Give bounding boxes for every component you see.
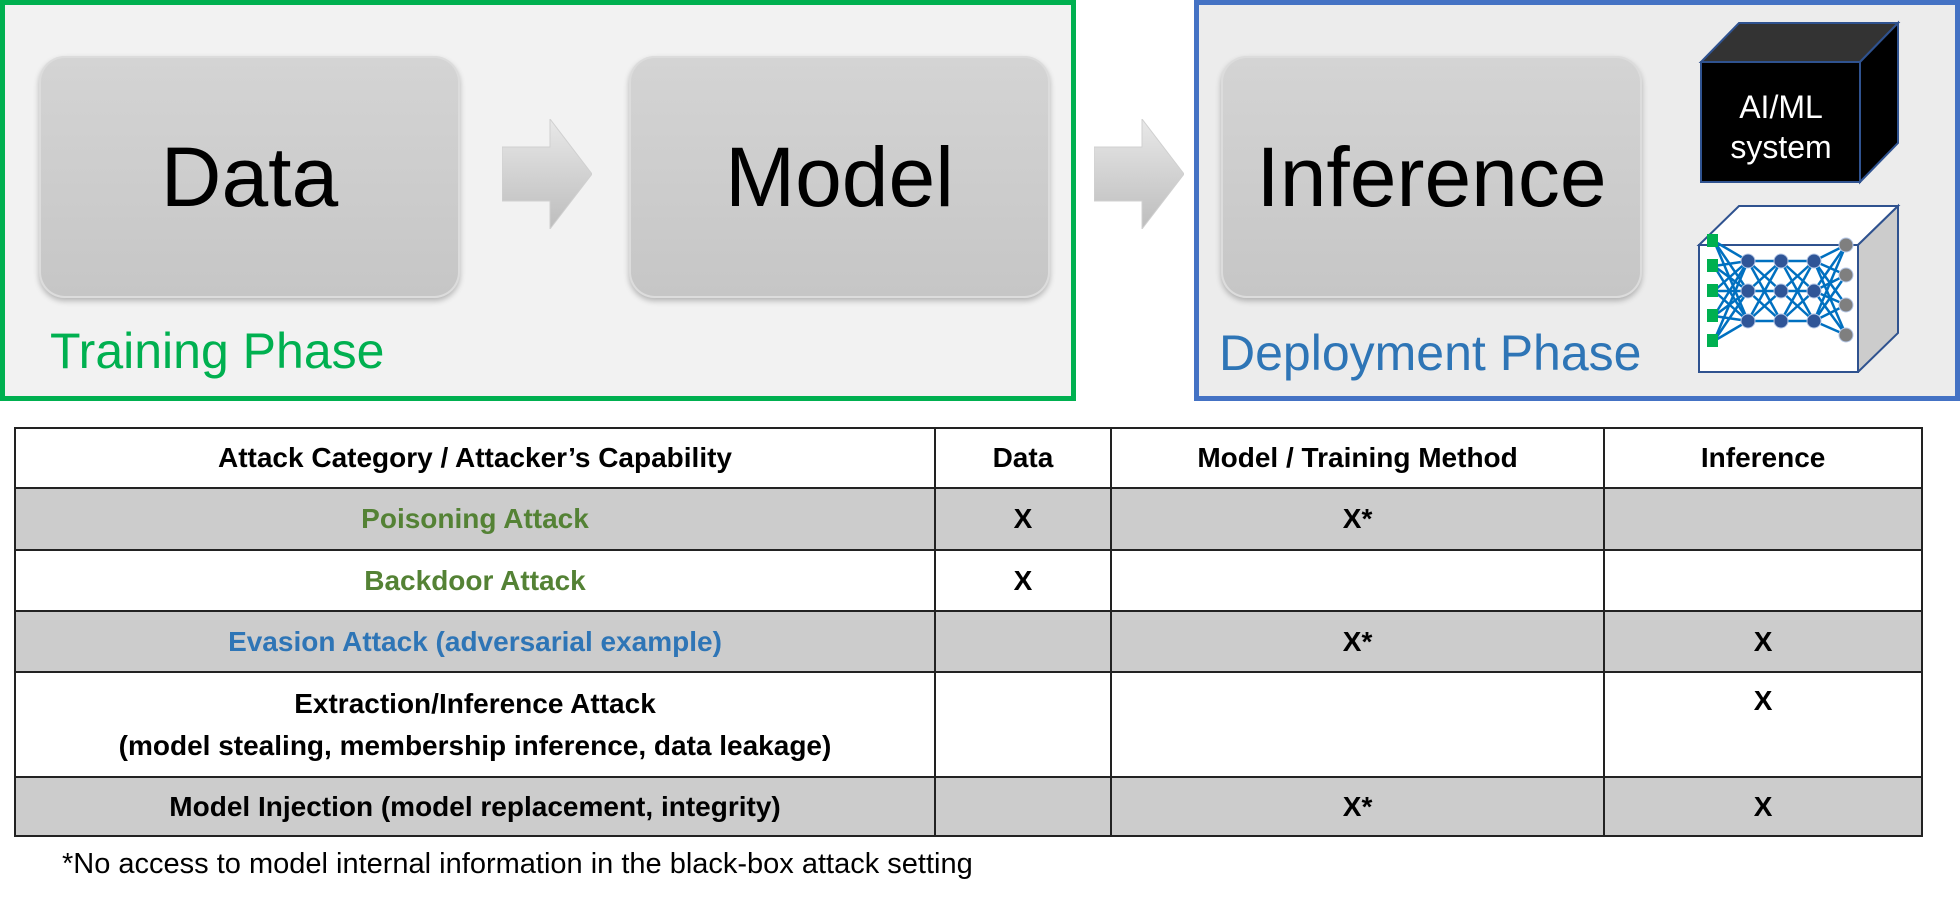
data-cell — [934, 610, 1112, 673]
data-stage: Data — [39, 56, 460, 298]
nn-hidden-node — [1806, 253, 1822, 269]
nn-edge — [1712, 260, 1750, 342]
footnote: *No access to model internal information… — [62, 848, 973, 880]
nn-hidden-node — [1773, 253, 1789, 269]
category-line1: Extraction/Inference Attack — [294, 687, 656, 719]
inference-cell: X — [1603, 776, 1923, 837]
nn-output-node — [1838, 297, 1854, 313]
nn-hidden-node — [1740, 253, 1756, 269]
nn-hidden-node — [1740, 283, 1756, 299]
inference-cell: X — [1603, 610, 1923, 673]
neural-network-cube-icon — [1696, 203, 1901, 373]
deployment-phase-label: Deployment Phase — [1219, 325, 1642, 381]
model-stage: Model — [629, 56, 1050, 298]
header-model: Model / Training Method — [1109, 427, 1606, 489]
black-box-label-line1: AI/ML — [1739, 89, 1823, 125]
arrow-right-icon — [502, 119, 592, 229]
attack-capability-table: Attack Category / Attacker’s Capability … — [13, 427, 1923, 837]
nn-input-node — [1707, 259, 1718, 272]
table-row: Extraction/Inference Attack (model steal… — [13, 671, 1923, 778]
category-cell: Extraction/Inference Attack (model steal… — [13, 671, 937, 778]
category-cell: Backdoor Attack — [13, 549, 937, 612]
category-cell: Evasion Attack (adversarial example) — [13, 610, 937, 673]
nn-input-node — [1707, 284, 1718, 297]
table-row: Backdoor Attack X — [13, 549, 1923, 612]
nn-edge — [1812, 274, 1848, 322]
nn-edge — [1712, 240, 1750, 322]
table-row: Poisoning Attack X X* — [13, 487, 1923, 551]
table-header-row: Attack Category / Attacker’s Capability … — [13, 427, 1923, 489]
training-phase-label: Training Phase — [50, 323, 385, 379]
arrow-right-icon — [1094, 119, 1184, 229]
data-cell — [934, 776, 1112, 837]
model-cell — [1109, 549, 1606, 612]
inference-cell — [1603, 549, 1923, 612]
nn-input-node — [1707, 234, 1718, 247]
nn-hidden-node — [1806, 313, 1822, 329]
category-cell: Poisoning Attack — [13, 487, 937, 551]
nn-output-node — [1838, 237, 1854, 253]
model-cell: X* — [1109, 776, 1606, 837]
inference-cell — [1603, 487, 1923, 551]
nn-edge — [1712, 260, 1750, 317]
nn-edge — [1812, 244, 1848, 292]
black-box-cube-icon: AI/ML system — [1698, 20, 1901, 185]
header-inference: Inference — [1603, 427, 1923, 489]
model-cell: X* — [1109, 610, 1606, 673]
category-line2: (model stealing, membership inference, d… — [118, 729, 832, 761]
nn-edge — [1746, 260, 1783, 322]
category-cell: Model Injection (model replacement, inte… — [13, 776, 937, 837]
nn-output-node — [1838, 327, 1854, 343]
nn-hidden-node — [1773, 313, 1789, 329]
data-cell — [934, 671, 1112, 778]
nn-edge — [1713, 260, 1749, 292]
nn-hidden-node — [1773, 283, 1789, 299]
header-data: Data — [934, 427, 1112, 489]
nn-input-node — [1707, 334, 1718, 347]
header-attack-category: Attack Category / Attacker’s Capability — [13, 427, 937, 489]
inference-cell: X — [1603, 671, 1923, 778]
nn-hidden-node — [1740, 313, 1756, 329]
model-cell — [1109, 671, 1606, 778]
nn-edge — [1712, 240, 1750, 292]
black-box-label-line2: system — [1730, 129, 1831, 165]
nn-edge — [1713, 290, 1749, 322]
nn-edge — [1779, 260, 1816, 322]
nn-output-node — [1838, 267, 1854, 283]
nn-edge — [1812, 244, 1848, 322]
model-cell: X* — [1109, 487, 1606, 551]
table-row: Model Injection (model replacement, inte… — [13, 776, 1923, 837]
data-cell: X — [934, 549, 1112, 612]
table-row: Evasion Attack (adversarial example) X* … — [13, 610, 1923, 673]
nn-edge — [1712, 290, 1750, 342]
nn-edge — [1712, 265, 1750, 322]
data-cell: X — [934, 487, 1112, 551]
nn-hidden-node — [1806, 283, 1822, 299]
nn-input-node — [1707, 309, 1718, 322]
inference-stage: Inference — [1221, 56, 1642, 298]
